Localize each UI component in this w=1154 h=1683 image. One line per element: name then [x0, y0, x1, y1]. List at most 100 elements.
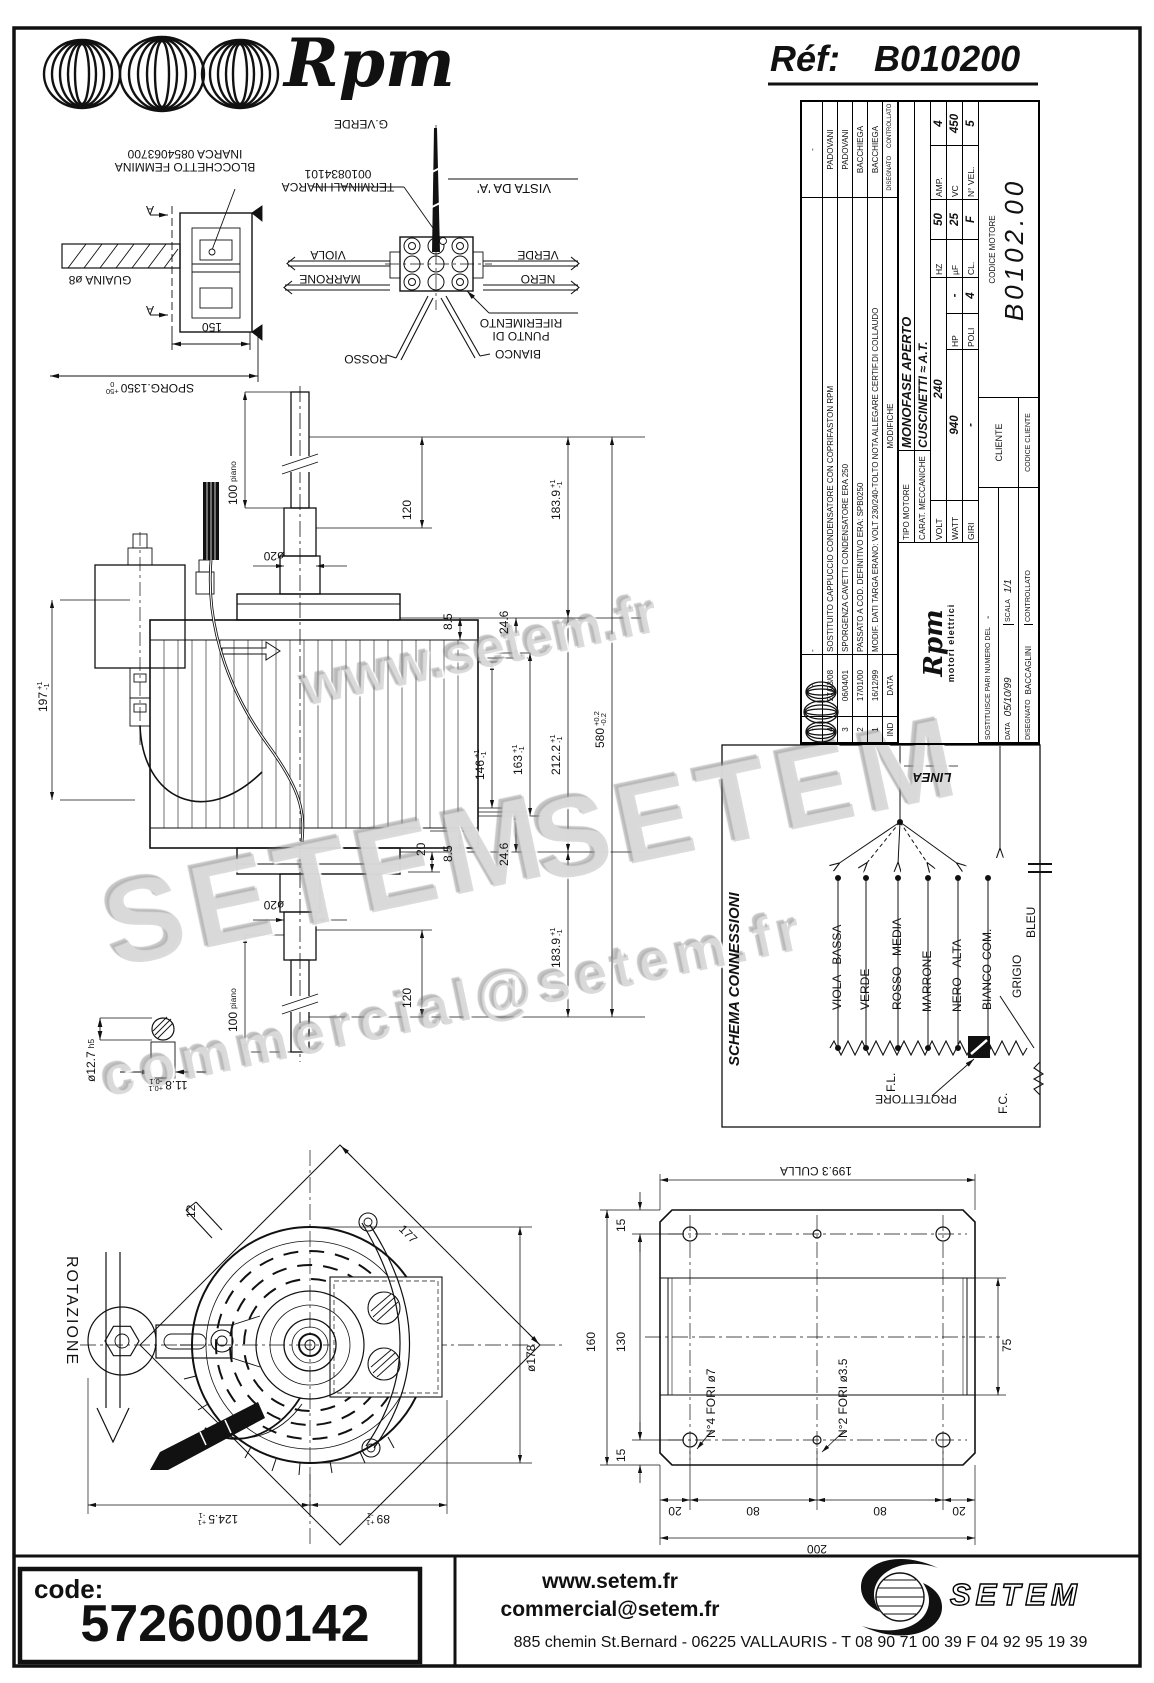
- rev-header-ind: IND: [883, 717, 898, 743]
- vel-value: 5: [962, 102, 978, 146]
- footer-email[interactable]: commercial@setem.fr: [500, 1598, 720, 1621]
- linea-label: LINEA: [912, 770, 952, 785]
- dim-130: 130: [614, 1331, 628, 1352]
- wire-bianco-label: BIANCO: [495, 347, 542, 361]
- dim-120-top: 120: [400, 499, 414, 520]
- rev-ind: 2: [853, 717, 868, 743]
- dim-o20-bottom: ø20: [263, 898, 285, 912]
- sporg-value: SPORG.1350: [120, 381, 195, 395]
- hz-label: HZ: [930, 240, 946, 278]
- schema-title: SCHEMA CONNESSIONI: [726, 892, 743, 1066]
- data-value: 05/10/99: [1003, 677, 1014, 717]
- dim-163: 163+1-1: [510, 744, 526, 775]
- dim-culla: 199.3 CULLA: [779, 1164, 853, 1178]
- blocchetto-line2: INARCA 0854063700: [127, 147, 243, 161]
- vista-da-a-label: VISTA DA 'A': [476, 181, 552, 196]
- codice-motore-label: CODICE MOTORE: [987, 215, 997, 284]
- rev-change: SOSTITUITO CAPPUCCIO CONDENSATORE CON CO…: [823, 198, 838, 655]
- wire-label-marrone: MARRONE: [920, 950, 934, 1012]
- front-view-lines: [80, 1144, 565, 1546]
- amp-label: AMP.: [930, 146, 946, 200]
- ref-label: Réf:: [770, 38, 840, 79]
- wire-label-viola-bassa: VIOLA - BASSA: [830, 924, 844, 1010]
- blocchetto-line1: BLOCCHETTO FEMMINA: [114, 160, 256, 174]
- terminali-line2: 0010834101: [304, 167, 372, 181]
- controllato-label: CONTROLLATO: [1025, 570, 1032, 622]
- blocchetto-label: BLOCCHETTO FEMMINA INARCA 0854063700: [76, 147, 294, 174]
- disegnato-label: DISEGNATO: [1025, 699, 1032, 740]
- disegnato-value: BACCAGLINI: [1024, 645, 1033, 695]
- label-n2-fori: N°2 FORI ø3.5: [836, 1358, 850, 1438]
- volt-value: 240: [930, 278, 946, 501]
- wire-label-verde: VERDE: [858, 968, 872, 1010]
- codice-motore-cell: CODICE MOTORE B0102.00: [978, 102, 1038, 398]
- dim-197: 197+1-1: [35, 681, 51, 712]
- title-block: - - - - 4 27/03/08 SOSTITUITO CAPPUCCIO …: [800, 100, 1040, 745]
- dim-183-bottom: 183.9+1-1: [548, 927, 564, 968]
- revision-table: - - - - 4 27/03/08 SOSTITUITO CAPPUCCIO …: [802, 102, 898, 743]
- title-block-logo: Rpm motori elettrici: [803, 543, 978, 743]
- label-fl: F.L.: [884, 1072, 898, 1092]
- footer-url[interactable]: www.setem.fr: [542, 1570, 678, 1593]
- dim-80-a: 80: [746, 1504, 760, 1518]
- hz-value: 50: [930, 200, 946, 240]
- dim-20-b: 20: [952, 1504, 966, 1518]
- scala-label: SCALA: [1005, 599, 1012, 622]
- rev-change: SPORGENZA CAVETTI CONDENSATORE ERA 250: [838, 198, 853, 655]
- uf-value: 25: [946, 200, 962, 240]
- sostituisce-cell: SOSTITUISCE PARI NUMERO DEL -: [978, 488, 998, 743]
- punto-riferimento-label: PUNTO DI RIFERIMENTO: [462, 316, 580, 343]
- rev-change: -: [802, 198, 823, 655]
- label-fc: F.C.: [996, 1092, 1010, 1114]
- rev-date: 06/04/01: [838, 655, 853, 717]
- wire-label-grigio: GRIGIO: [1010, 954, 1024, 998]
- dim-160: 160: [584, 1331, 598, 1352]
- punto-line1: PUNTO DI: [492, 329, 550, 343]
- wire-gverde-label: G.VERDE: [334, 117, 389, 131]
- data-label: DATA: [1005, 722, 1012, 740]
- rev-header-designed: DISEGNATO: [887, 155, 893, 191]
- wire-viola-label: VIOLA: [310, 248, 346, 262]
- poli-label: POLI: [962, 314, 978, 350]
- wire-label-bleu: BLEU: [1024, 906, 1038, 938]
- dim-80-b: 80: [873, 1504, 887, 1518]
- wire-label-rosso-media: ROSSO - MEDIA: [890, 917, 904, 1010]
- tipo-motore-label: TIPO MOTORE: [898, 451, 914, 543]
- label-n4-fori: N°4 FORI ø7: [704, 1368, 718, 1438]
- dim-146: 146+1-1: [472, 749, 488, 780]
- dim-246-bottom: 24.6: [497, 842, 511, 866]
- tipo-motore-value: MONOFASE APERTO: [898, 102, 914, 451]
- rev-by: -: [802, 102, 823, 198]
- dim-246-top: 24.6: [497, 610, 511, 634]
- rev-ind: 1: [868, 717, 883, 743]
- section-a-top: A: [146, 203, 155, 217]
- page-border: [12, 26, 1142, 1668]
- cl-value: F: [962, 200, 978, 240]
- hp-value: -: [946, 278, 962, 314]
- dim-89: 89+1-1: [366, 1511, 390, 1527]
- code-value: 5726000142: [80, 1595, 370, 1653]
- title-block-rpm-text: Rpm: [918, 609, 949, 677]
- dim-20-small: 20: [414, 842, 428, 856]
- punto-line2: RIFERIMENTO: [479, 316, 563, 330]
- dim-1245: 124.5+1-1: [197, 1511, 239, 1527]
- title-block-coils: [803, 681, 839, 743]
- rev-by: BACCHIEGA: [853, 102, 868, 198]
- dim-150: 150: [201, 320, 223, 334]
- schema-lines: [721, 744, 1052, 1128]
- dim-580: 580+0.2-0.2: [592, 711, 608, 748]
- rev-date: 16/12/99: [868, 655, 883, 717]
- setem-brand-text: SETEM: [949, 1576, 1082, 1612]
- rev-date: 17/01/00: [853, 655, 868, 717]
- section-a-bottom: A: [146, 303, 155, 317]
- dim-20-a: 20: [668, 1504, 682, 1518]
- code-label: code:: [34, 1574, 104, 1604]
- giri-value: -: [962, 350, 978, 501]
- connector-detail-lines: [50, 125, 580, 382]
